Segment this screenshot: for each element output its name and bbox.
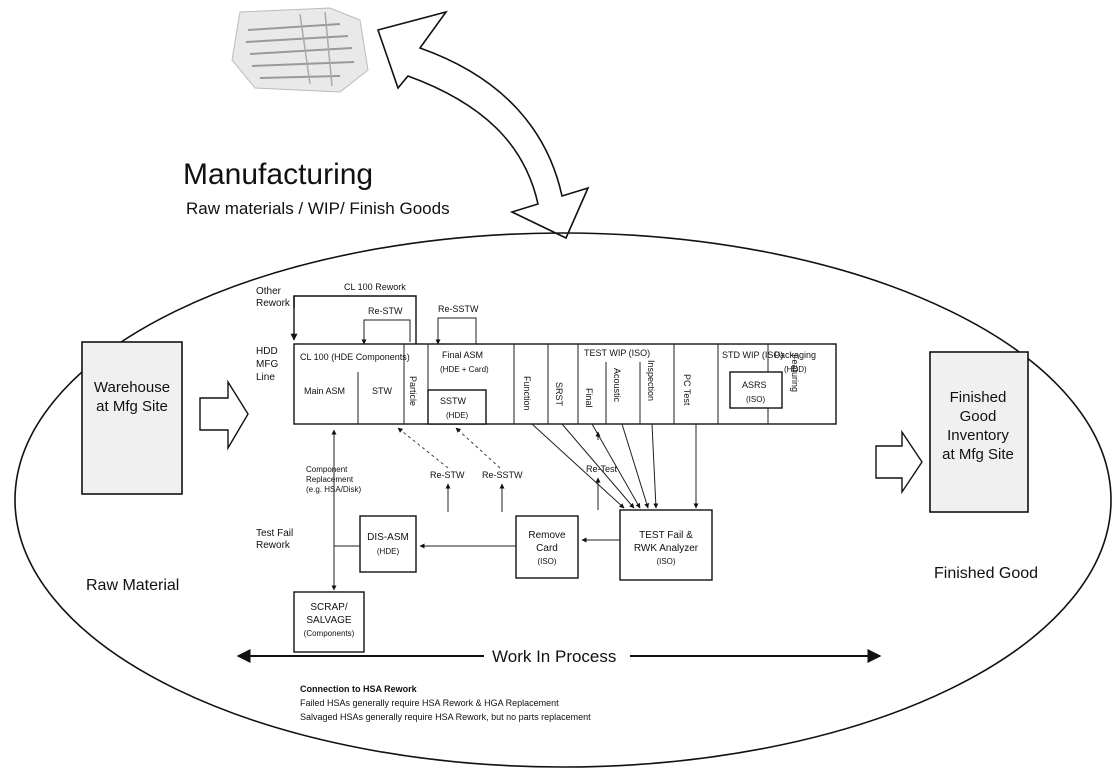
acoustic-label: Acoustic <box>612 368 622 403</box>
asrs-label: ASRS <box>742 380 767 390</box>
warehouse-box <box>82 342 182 494</box>
inspection-label: Inspection <box>646 360 656 401</box>
finished-arrow-icon <box>876 432 922 492</box>
test-wip-label: TEST WIP (ISO) <box>584 348 650 358</box>
pc-test-label: PC Test <box>682 374 692 406</box>
re-stw-loop <box>364 320 410 344</box>
stw-label: STW <box>372 386 393 396</box>
packaging-label: Packaging <box>774 350 816 360</box>
notes-line2: Salvaged HSAs generally require HSA Rewo… <box>300 712 591 722</box>
raw-material-label: Raw Material <box>86 577 179 594</box>
re-sstw-label: Re-SSTW <box>438 304 479 314</box>
sstw-sub-label: (HDE) <box>446 411 469 420</box>
asrs-sub-label: (ISO) <box>746 395 765 404</box>
packaging-sub-label: (HDD) <box>784 365 807 374</box>
sstw-label: SSTW <box>440 396 467 406</box>
scrap-salvage-label: SCRAP/SALVAGE(Components) <box>304 602 355 638</box>
re-sstw2-label: Re-SSTW <box>482 470 523 480</box>
notes-heading: Connection to HSA Rework <box>300 684 418 694</box>
re-stw2-label: Re-STW <box>430 470 465 480</box>
function-label: Function <box>522 376 532 411</box>
cl100-label: CL 100 (HDE Components) <box>300 352 410 362</box>
cl100-rework-label: CL 100 Rework <box>344 282 406 292</box>
dis-asm-box <box>360 516 416 572</box>
notes-line1: Failed HSAs generally require HSA Rework… <box>300 698 559 708</box>
particle-label: Particle <box>408 376 418 406</box>
final-asm-label: Final ASM <box>442 350 483 360</box>
re-test-label: Re-Test <box>586 464 618 474</box>
final-label: Final <box>584 388 594 408</box>
final-asm-sub-label: (HDE + Card) <box>440 365 489 374</box>
main-asm-label: Main ASM <box>304 386 345 396</box>
page-title: Manufacturing <box>183 158 373 191</box>
re-stw-label: Re-STW <box>368 306 403 316</box>
warehouse-arrow-icon <box>200 382 248 448</box>
wip-label: Work In Process <box>492 647 616 666</box>
srst-label: SRST <box>554 382 564 407</box>
page-subtitle: Raw materials / WIP/ Finish Goods <box>186 199 450 218</box>
finished-good-label: Finished Good <box>934 565 1038 582</box>
factory-icon <box>232 8 368 92</box>
re-sstw-loop <box>438 318 476 344</box>
